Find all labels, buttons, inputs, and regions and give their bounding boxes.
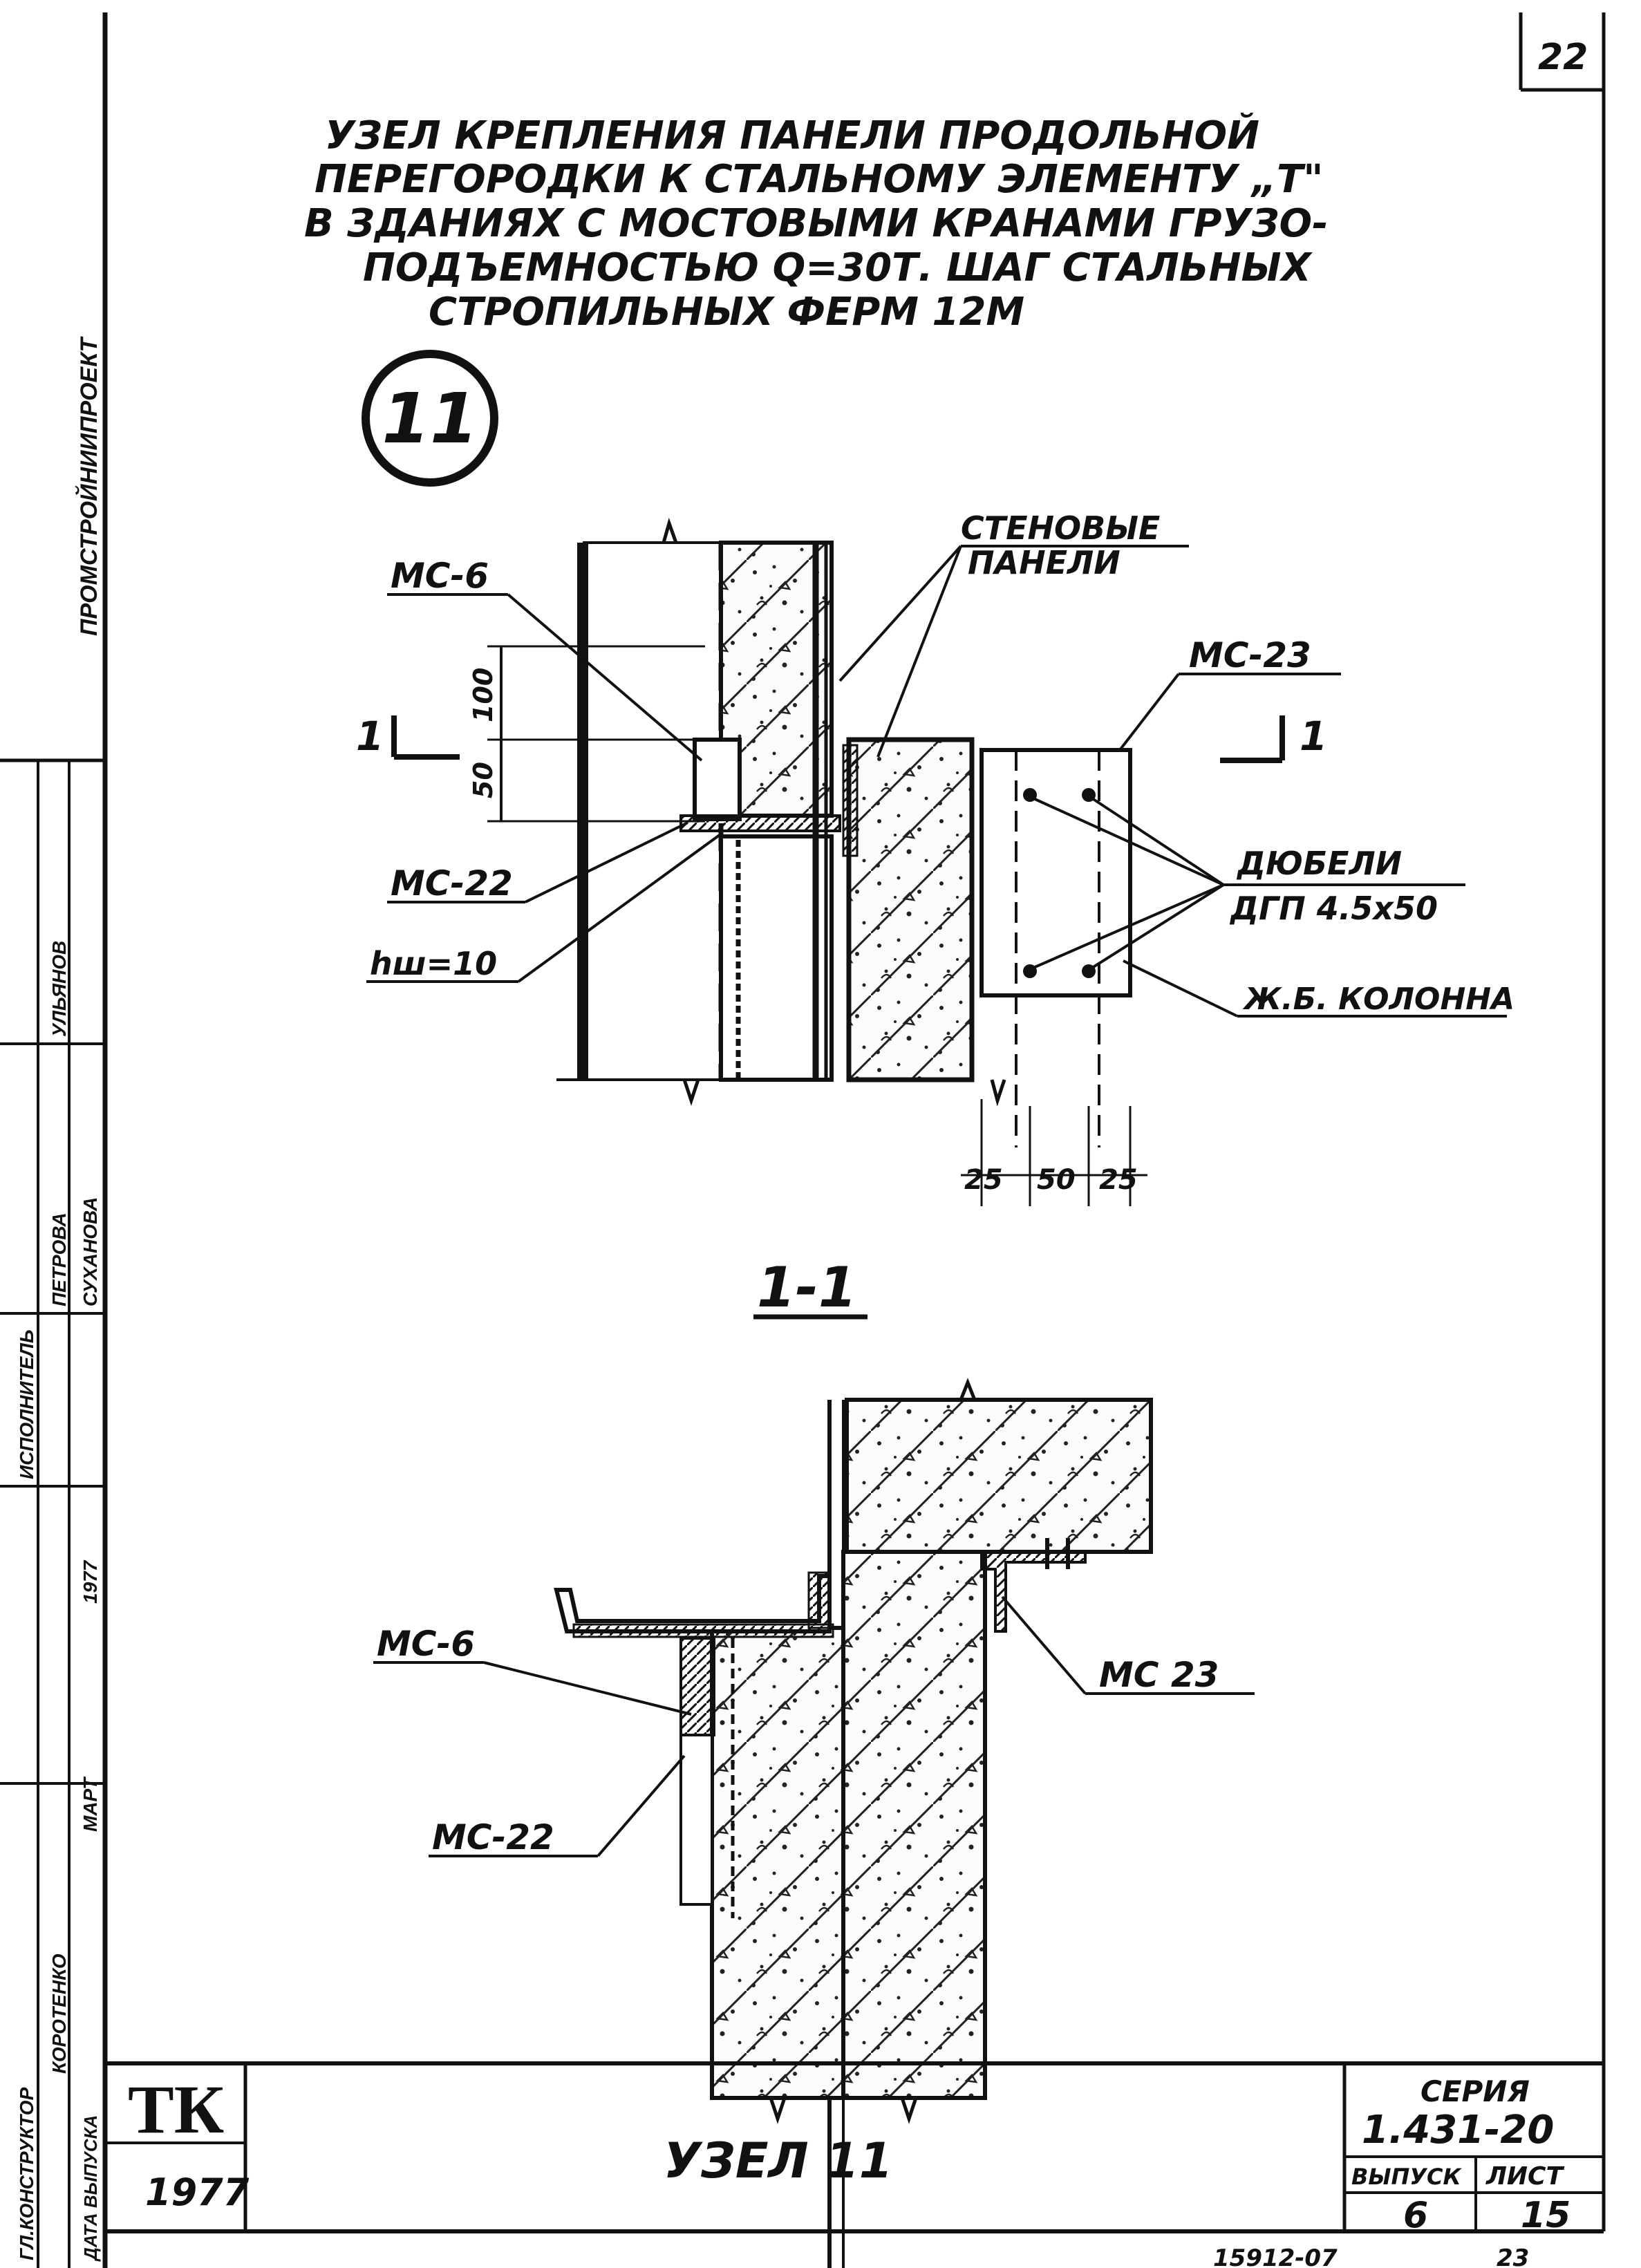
label-hw: hш=10 bbox=[370, 945, 497, 982]
dim-50-bottom: 50 bbox=[1037, 1164, 1076, 1196]
title-line-1: УЗЕЛ КРЕПЛЕНИЯ ПАНЕЛИ ПРОДОЛЬНОЙ bbox=[325, 113, 1259, 158]
drawing-name: УЗЕЛ 11 bbox=[664, 2133, 892, 2189]
tk-logo: ТК bbox=[128, 2071, 224, 2148]
title-block: ТК 1977 УЗЕЛ 11 СЕРИЯ 1.431-20 ВЫПУСК ЛИ… bbox=[105, 2061, 1604, 2268]
issue-number: 6 bbox=[1403, 2195, 1428, 2236]
node-number: 11 bbox=[382, 378, 478, 459]
series-number: 1.431-20 bbox=[1362, 2108, 1554, 2153]
stamp-role-3: ИСПОЛНИТЕЛЬ bbox=[16, 1329, 37, 1479]
stamp-role-1: ГЛ.КОНСТРУКТОР bbox=[16, 2087, 37, 2260]
label-column: Ж.Б. КОЛОННА bbox=[1242, 982, 1515, 1017]
dim-25-right: 25 bbox=[1099, 1164, 1138, 1196]
stamp-extra: МАРТ bbox=[79, 1776, 101, 1832]
page-number: 22 bbox=[1538, 37, 1588, 78]
section-label-mc22: МС-22 bbox=[432, 1817, 554, 1857]
label-wall-panels-1: СТЕНОВЫЕ bbox=[961, 509, 1160, 547]
label-dowels-1: ДЮБЕЛИ bbox=[1236, 845, 1402, 882]
stamp-name-1: КОРОТЕНКО bbox=[48, 1953, 70, 2074]
sheet-number: 15 bbox=[1521, 2195, 1570, 2236]
plan-view: 100 50 1 1 bbox=[356, 509, 1515, 1206]
archive-number: 15912-07 bbox=[1213, 2244, 1338, 2268]
side-stamp: ПРОМСТРОЙНИИПРОЕКТ ГЛ.КОНСТРУКТОР КОРОТЕ… bbox=[0, 335, 105, 2268]
sheet-frame bbox=[102, 12, 1606, 2268]
drawing-title: УЗЕЛ КРЕПЛЕНИЯ ПАНЕЛИ ПРОДОЛЬНОЙ ПЕРЕГОР… bbox=[304, 113, 1328, 335]
section-label-mc23: МС 23 bbox=[1099, 1655, 1219, 1695]
section-mark-left: 1 bbox=[356, 713, 384, 760]
section-label-mc6: МС-6 bbox=[377, 1624, 475, 1664]
label-mc22: МС-22 bbox=[391, 863, 513, 903]
page-footer: 23 bbox=[1497, 2244, 1529, 2268]
title-line-3: В ЗДАНИЯХ С МОСТОВЫМИ КРАНАМИ ГРУЗО- bbox=[304, 201, 1328, 246]
title-line-4: ПОДЪЕМНОСТЬЮ Q=30Т. ШАГ СТАЛЬНЫХ bbox=[363, 245, 1313, 290]
section-view: 1-1 МС-6 МС-2 bbox=[373, 1255, 1255, 2268]
stamp-date-label: ДАТА ВЫПУСКА bbox=[80, 2115, 101, 2262]
stamp-org: ПРОМСТРОЙНИИПРОЕКТ bbox=[75, 335, 102, 636]
label-mc6: МС-6 bbox=[391, 556, 489, 596]
sheet-label: ЛИСТ bbox=[1485, 2162, 1564, 2191]
series-label: СЕРИЯ bbox=[1420, 2074, 1530, 2108]
node-marker: 11 bbox=[362, 350, 498, 487]
section-mark-right: 1 bbox=[1300, 713, 1327, 760]
label-wall-panels-2: ПАНЕЛИ bbox=[968, 544, 1120, 581]
dim-50: 50 bbox=[468, 762, 498, 798]
stamp-name-2: УЛЬЯНОВ bbox=[48, 941, 70, 1037]
dim-100: 100 bbox=[468, 668, 498, 722]
title-line-5: СТРОПИЛЬНЫХ ФЕРМ 12М bbox=[429, 290, 1024, 335]
stamp-date: 1977 bbox=[79, 1559, 101, 1604]
title-block-year: 1977 bbox=[145, 2171, 250, 2214]
title-line-2: ПЕРЕГОРОДКИ К СТАЛЬНОМУ ЭЛЕМЕНТУ „Т" bbox=[315, 157, 1323, 202]
dim-25-left: 25 bbox=[964, 1164, 1003, 1196]
section-title: 1-1 bbox=[757, 1255, 857, 1320]
issue-label: ВЫПУСК bbox=[1351, 2164, 1462, 2190]
label-mc23: МС-23 bbox=[1189, 635, 1311, 675]
stamp-name-4: СУХАНОВА bbox=[79, 1197, 101, 1306]
stamp-name-3: ПЕТРОВА bbox=[48, 1212, 70, 1306]
label-dowels-2: ДГП 4.5х50 bbox=[1229, 890, 1438, 927]
